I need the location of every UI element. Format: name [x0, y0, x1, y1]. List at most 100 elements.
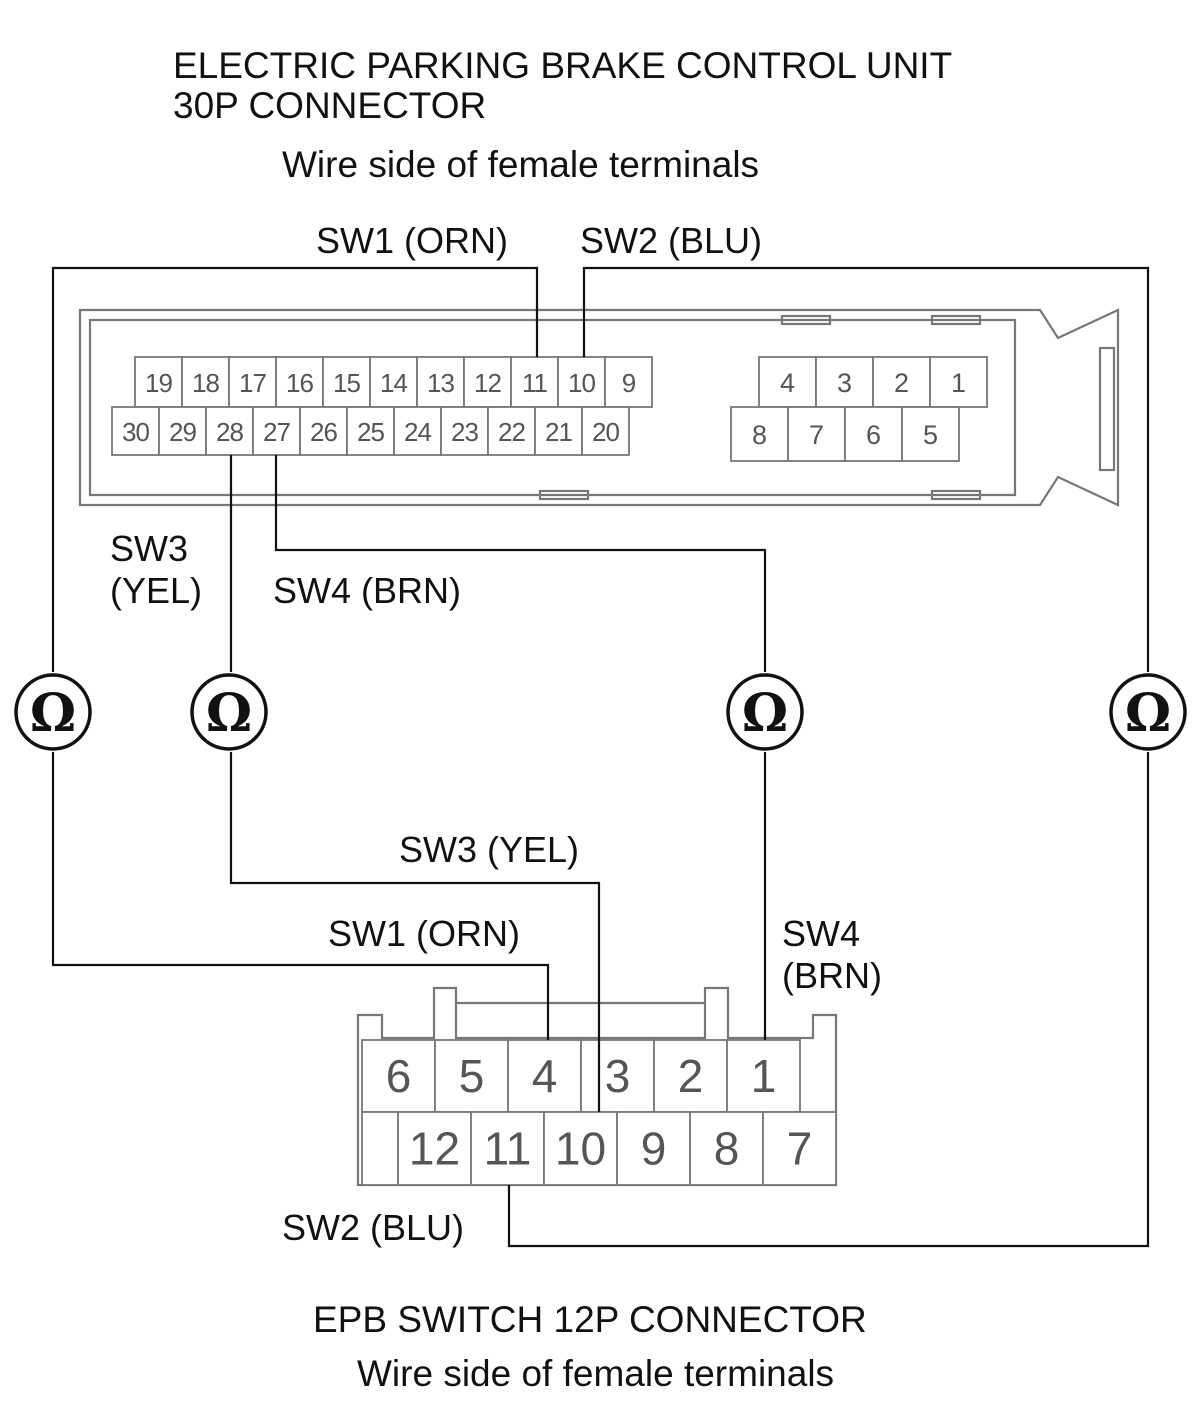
pin-cell-7: 7 — [787, 406, 846, 462]
pin-cell-1: 1 — [726, 1039, 801, 1113]
pin-label: 30 — [122, 417, 149, 447]
pin-cell-24: 24 — [393, 406, 442, 456]
pin-label: 25 — [357, 417, 384, 447]
pin-label: 11 — [522, 368, 548, 398]
switch-view-label: Wire side of female terminals — [357, 1353, 834, 1394]
pin-label: 8 — [714, 1123, 740, 1175]
pin-label: 10 — [568, 368, 595, 398]
pin-cell-2: 2 — [872, 356, 931, 408]
pin-cell-19: 19 — [134, 356, 183, 408]
wire-sw1-lower — [51, 752, 550, 1040]
pin-label: 27 — [263, 417, 290, 447]
wires — [51, 266, 1150, 1248]
pin-cell-3: 3 — [580, 1039, 655, 1113]
pin-cell-10: 10 — [557, 356, 606, 408]
pin-label: 20 — [592, 417, 619, 447]
ohmmeter-icon: Ω — [1109, 673, 1187, 751]
pin-label: 22 — [498, 417, 525, 447]
pin-cell-5: 5 — [901, 406, 960, 462]
pin-cell-3: 3 — [815, 356, 874, 408]
label-sw1-top: SW1 (ORN) — [316, 220, 508, 261]
pin-label: 4 — [780, 368, 795, 398]
pin-cell-18: 18 — [181, 356, 230, 408]
pin-cell-4: 4 — [507, 1039, 582, 1113]
pin-cell-28: 28 — [205, 406, 254, 456]
pin-cell-8: 8 — [730, 406, 789, 462]
wire-sw3-lower — [229, 752, 601, 1112]
pin-cell-30: 30 — [111, 406, 160, 456]
pin-label: 5 — [923, 420, 938, 450]
pin-cell-14: 14 — [369, 356, 418, 408]
pin-cell-13: 13 — [416, 356, 465, 408]
label-sw4-line1: SW4 — [782, 913, 860, 954]
pin-cell-27: 27 — [252, 406, 301, 456]
svg-text:Ω: Ω — [1125, 683, 1171, 744]
pin-cell-26: 26 — [299, 406, 348, 456]
pin-cell-9: 9 — [616, 1111, 691, 1186]
pin-label: 14 — [380, 368, 407, 398]
pin-label: 23 — [451, 417, 478, 447]
pin-label: 11 — [484, 1123, 532, 1175]
pin-cell-11: 11 — [510, 356, 559, 408]
pin-cell-29: 29 — [158, 406, 207, 456]
pin-cell-17: 17 — [228, 356, 277, 408]
label-sw3-line1: SW3 — [110, 528, 188, 569]
ecu-title-line1: ELECTRIC PARKING BRAKE CONTROL UNIT — [173, 45, 952, 86]
pin-cell-10: 10 — [543, 1111, 618, 1186]
pin-label: 10 — [555, 1123, 606, 1175]
pin-cell-21: 21 — [534, 406, 583, 456]
pin-label: 24 — [404, 417, 431, 447]
pin-cell-1: 1 — [929, 356, 988, 408]
pin-cell-8: 8 — [689, 1111, 764, 1186]
pin-cell-25: 25 — [346, 406, 395, 456]
label-sw4-mid: SW4 (BRN) — [273, 570, 461, 611]
label-sw2-bottom: SW2 (BLU) — [282, 1207, 464, 1248]
pin-cell-9: 9 — [604, 356, 653, 408]
wire-sw4 — [274, 455, 767, 672]
pin-label: 7 — [787, 1123, 813, 1175]
pin-label: 6 — [386, 1050, 412, 1102]
pin-cell-blank — [361, 1111, 399, 1186]
ecu-title-line2: 30P CONNECTOR — [173, 85, 486, 126]
pin-label: 17 — [239, 368, 266, 398]
pin-label: 19 — [145, 368, 172, 398]
pin-label: 28 — [216, 417, 243, 447]
pin-cell-7: 7 — [762, 1111, 837, 1186]
pin-label: 5 — [459, 1050, 485, 1102]
pin-label: 1 — [751, 1050, 777, 1102]
pin-label: 2 — [678, 1050, 704, 1102]
pin-cell-12: 12 — [397, 1111, 472, 1186]
label-sw3-bottom: SW3 (YEL) — [399, 829, 579, 870]
svg-text:Ω: Ω — [742, 683, 788, 744]
pin-cell-11: 11 — [470, 1111, 545, 1186]
ecu-pin-grid-main: 19 18 17 16 15 14 13 12 11 10 9 30 29 28 27 26 25 24 23 22 2… — [111, 356, 653, 456]
pin-cell-5: 5 — [434, 1039, 509, 1113]
wire-sw1 — [51, 266, 539, 672]
pin-cell-6: 6 — [844, 406, 903, 462]
pin-cell-20: 20 — [581, 406, 630, 456]
ohmmeter-icon: Ω — [190, 673, 268, 751]
pin-label: 16 — [286, 368, 313, 398]
pin-label: 26 — [310, 417, 337, 447]
pin-cell-16: 16 — [275, 356, 324, 408]
pin-cell-22: 22 — [487, 406, 536, 456]
pin-label: 29 — [169, 417, 196, 447]
label-sw1-bottom: SW1 (ORN) — [328, 913, 520, 954]
label-sw4-line2: (BRN) — [782, 955, 882, 996]
pin-cell-23: 23 — [440, 406, 489, 456]
label-sw3-line2: (YEL) — [110, 570, 202, 611]
svg-text:Ω: Ω — [206, 683, 252, 744]
wire-sw2-lower — [507, 752, 1150, 1248]
switch-title: EPB SWITCH 12P CONNECTOR — [313, 1299, 867, 1340]
label-sw2-top: SW2 (BLU) — [580, 220, 762, 261]
pin-label: 13 — [427, 368, 454, 398]
ecu-view-label: Wire side of female terminals — [282, 144, 759, 185]
pin-cell-12: 12 — [463, 356, 512, 408]
pin-cell-15: 15 — [322, 356, 371, 408]
pin-label: 21 — [545, 417, 572, 447]
pin-cell-6: 6 — [361, 1039, 436, 1113]
pin-cell-4: 4 — [758, 356, 817, 408]
